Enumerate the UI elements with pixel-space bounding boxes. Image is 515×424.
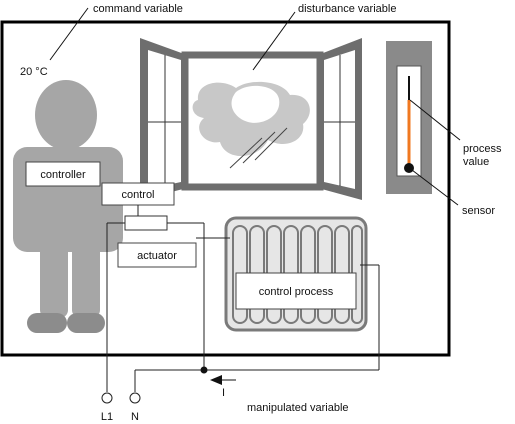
disturbance-cloud bbox=[192, 81, 310, 169]
process-value-line1: process bbox=[463, 143, 502, 155]
current-arrow bbox=[210, 375, 236, 385]
switch-element bbox=[124, 215, 168, 231]
sensor-label: sensor bbox=[462, 205, 495, 217]
terminal-n-label: N bbox=[131, 411, 139, 423]
disturbance-variable-label: disturbance variable bbox=[298, 3, 396, 15]
control-label: control bbox=[121, 189, 154, 201]
terminal-n bbox=[129, 392, 141, 404]
control-process-label: control process bbox=[259, 286, 334, 298]
manipulated-variable-label: manipulated variable bbox=[247, 402, 349, 414]
terminal-l1-label: L1 bbox=[101, 411, 113, 423]
actuator-label: actuator bbox=[137, 250, 177, 262]
sensor-leader bbox=[411, 169, 459, 206]
command-variable-label: command variable bbox=[93, 3, 183, 15]
process-value-line2: value bbox=[463, 156, 489, 168]
window bbox=[140, 38, 362, 200]
controller-label: controller bbox=[40, 169, 86, 181]
wiring bbox=[106, 205, 380, 392]
controller-box bbox=[25, 161, 101, 187]
setpoint-label: 20 °C bbox=[20, 66, 48, 78]
current-symbol: I bbox=[222, 387, 225, 399]
process-value-label: process value bbox=[463, 143, 505, 168]
process-value-leader bbox=[409, 99, 461, 141]
actuator-box bbox=[117, 242, 197, 268]
room-border bbox=[0, 20, 451, 357]
command-variable-leader bbox=[49, 7, 89, 61]
radiator: control process bbox=[224, 216, 368, 332]
terminal-l1 bbox=[101, 392, 113, 404]
junction-dot bbox=[200, 366, 208, 374]
thermometer bbox=[386, 41, 432, 194]
disturbance-variable-leader bbox=[252, 11, 296, 71]
